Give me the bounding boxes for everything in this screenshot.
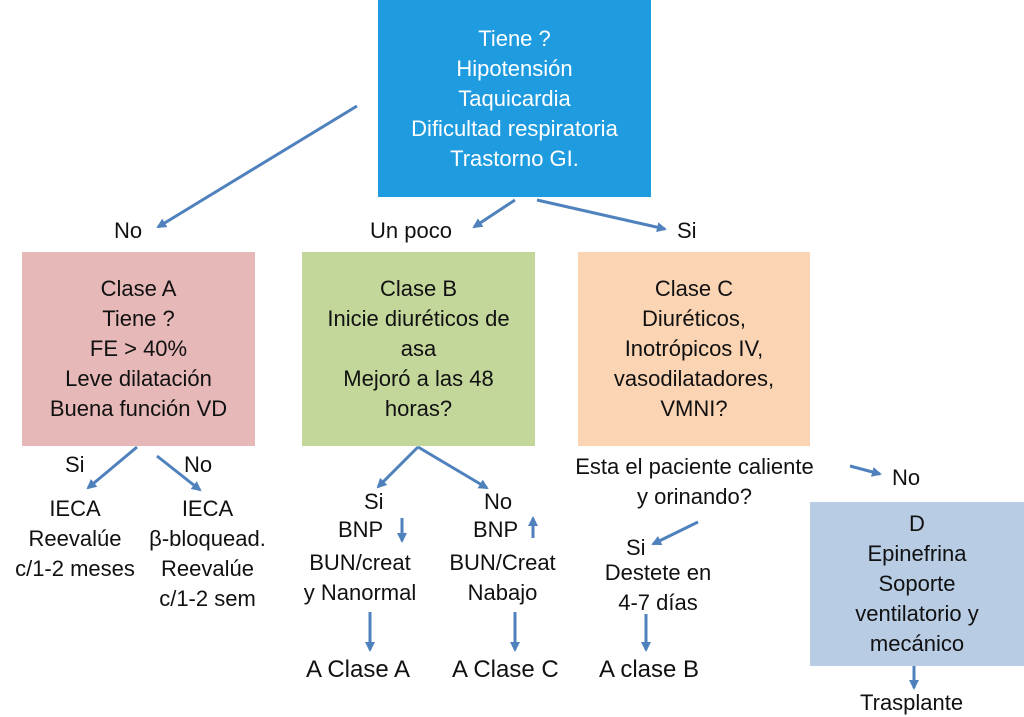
b-no-line-1: BUN/Creat (449, 550, 556, 575)
class-b-line-1: Clase B (379, 276, 458, 301)
class-c-line-1: Clase C (654, 276, 734, 301)
c-question-line-2: y orinando? (637, 484, 752, 509)
arrow-a-no (156, 454, 202, 492)
b-si-label: Si (364, 489, 384, 514)
c-question: Esta el paciente caliente y orinando? (552, 452, 837, 512)
a-si-line-3: c/1-2 meses (15, 556, 135, 581)
arrow-a-si (86, 445, 138, 490)
arrow-top-poco (472, 198, 516, 229)
a-si-line-1: IECA (49, 496, 101, 521)
a-no-line-2: β-bloquead. (149, 526, 266, 551)
top-question-box: Tiene ? Hipotensión Taquicardia Dificult… (378, 0, 651, 197)
class-a-line-5: Buena función VD (49, 396, 228, 421)
b-si-bnp: BNP (338, 517, 384, 542)
b-no-result: A Clase C (452, 656, 559, 683)
arrow-top-no (156, 104, 358, 229)
a-no-line-1: IECA (181, 496, 234, 521)
c-no-label: No (892, 465, 921, 490)
b-no-line-2: Nabajo (467, 580, 538, 605)
class-b-box: Clase B Inicie diuréticos de asa Mejoró … (302, 252, 535, 446)
class-b-line-4: Mejoró a las 48 (343, 366, 494, 391)
class-a-line-3: FE > 40% (89, 336, 188, 361)
class-d-line-1: D (909, 511, 925, 536)
c-si-line-2: 4-7 días (618, 590, 698, 615)
branch-poco-label: Un poco (370, 218, 452, 243)
arrow-b-no (417, 445, 489, 490)
c-si-label: Si (626, 535, 646, 560)
class-b-line-3: asa (400, 336, 437, 361)
class-d-line-4: ventilatorio y (855, 601, 979, 626)
class-b-line-2: Inicie diuréticos de (327, 306, 510, 331)
a-no-line-4: c/1-2 sem (159, 586, 256, 611)
c-question-line-1: Esta el paciente caliente (575, 454, 814, 479)
a-no-label: No (184, 452, 213, 477)
class-a-line-2: Tiene ? (102, 306, 175, 331)
branch-no-label: No (114, 218, 143, 243)
a-no-line-3: Reevalúe (161, 556, 254, 581)
class-c-line-4: vasodilatadores, (613, 366, 775, 391)
top-line-3: Taquicardia (458, 85, 571, 111)
b-no-label: No (484, 489, 513, 514)
d-result: Trasplante (860, 690, 964, 715)
b-si-line-1: BUN/creat (309, 550, 411, 575)
b-si-text: BUN/creat y Nanormal (290, 548, 430, 608)
arrow-top-si (536, 198, 667, 233)
class-a-line-1: Clase A (100, 276, 177, 301)
class-c-box: Clase C Diuréticos, Inotrópicos IV, vaso… (578, 252, 810, 446)
top-line-5: Trastorno GI. (450, 145, 579, 171)
b-si-line-2: y Nanormal (303, 580, 417, 605)
top-line-2: Hipotensión (456, 55, 573, 81)
class-d-line-3: Soporte (878, 571, 956, 596)
a-si-line-2: Reevalúe (28, 526, 122, 551)
a-no-text: IECA β-bloquead. Reevalúe c/1-2 sem (140, 494, 275, 614)
top-line-1: Tiene ? (478, 25, 551, 51)
c-si-line-1: Destete en (604, 560, 712, 585)
top-line-4: Dificultad respiratoria (411, 115, 618, 141)
branch-si-label: Si (677, 218, 697, 243)
class-a-line-4: Leve dilatación (65, 366, 212, 391)
class-c-line-5: VMNI? (660, 396, 728, 421)
a-si-label: Si (65, 452, 85, 477)
arrow-c-si (651, 520, 699, 546)
c-si-result: A clase B (599, 656, 700, 683)
c-si-text: Destete en 4-7 días (593, 558, 723, 618)
class-b-line-5: horas? (384, 396, 453, 421)
b-no-text: BUN/Creat Nabajo (440, 548, 565, 608)
b-si-result: A Clase A (306, 656, 411, 683)
class-d-line-5: mecánico (869, 631, 965, 656)
class-d-line-2: Epinefrina (867, 541, 967, 566)
class-d-box: D Epinefrina Soporte ventilatorio y mecá… (810, 502, 1024, 666)
class-c-line-3: Inotrópicos IV, (624, 336, 764, 361)
arrow-b-si (376, 445, 420, 489)
arrow-c-no (849, 464, 882, 477)
b-no-bnp: BNP (473, 517, 519, 542)
class-c-line-2: Diuréticos, (642, 306, 746, 331)
class-a-box: Clase A Tiene ? FE > 40% Leve dilatación… (22, 252, 255, 446)
a-si-text: IECA Reevalúe c/1-2 meses (5, 494, 145, 584)
